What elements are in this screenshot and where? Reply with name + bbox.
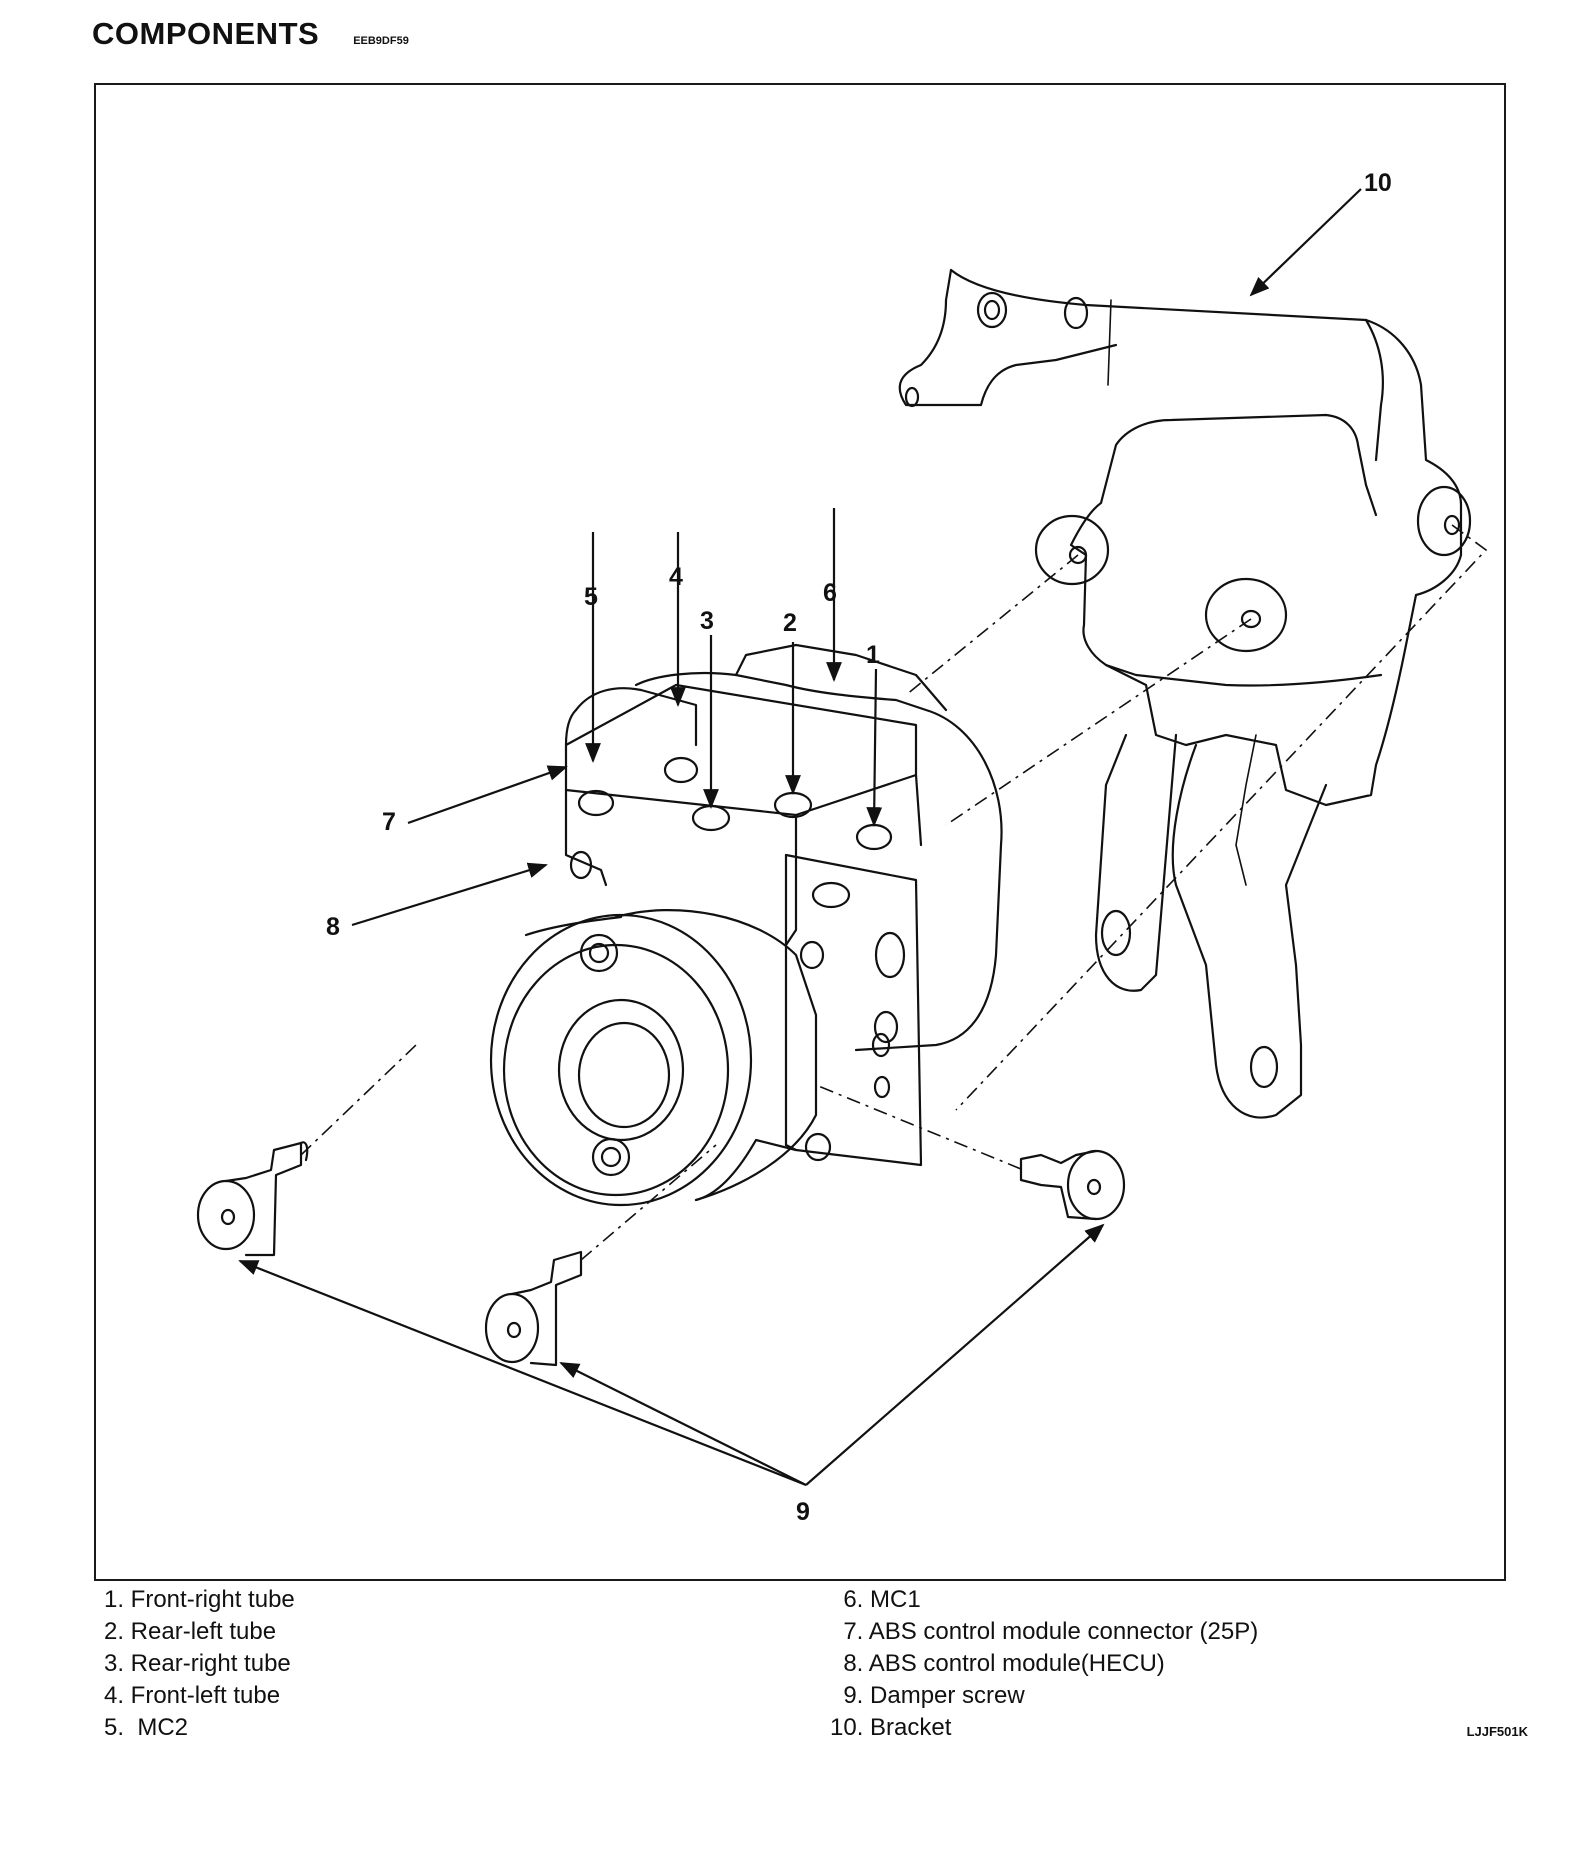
legend-item-6: 6. MC1 — [830, 1586, 921, 1613]
callout-4: 4 — [669, 563, 683, 591]
callout-10: 10 — [1364, 169, 1392, 197]
legend-item-9: 9. Damper screw — [830, 1682, 1025, 1709]
legend-item-2: 2. Rear-left tube — [104, 1618, 277, 1645]
heading-code: EEB9DF59 — [353, 35, 409, 47]
legend-left: 1. Front-right tube 2. Rear-left tube 3.… — [104, 1584, 295, 1744]
damper-screws — [196, 1141, 1126, 1367]
callout-3: 3 — [700, 607, 714, 635]
legend-item-7: 7. ABS control module connector (25P) — [830, 1618, 1259, 1645]
legend-item-10: 10. Bracket — [830, 1714, 952, 1741]
diagram-frame: 10 5 4 3 2 6 1 7 8 9 — [94, 83, 1506, 1581]
legend-item-3: 3. Rear-right tube — [104, 1650, 291, 1677]
legend-item-1: 1. Front-right tube — [104, 1586, 295, 1613]
callout-1: 1 — [866, 641, 880, 669]
bracket-part — [898, 268, 1472, 1119]
callout-9: 9 — [796, 1498, 810, 1526]
legend-item-4: 4. Front-left tube — [104, 1682, 281, 1709]
leader-arrows — [238, 188, 1362, 1487]
legend-item-5: 5. MC2 — [104, 1714, 189, 1741]
alignment-lines — [300, 524, 1488, 1261]
callout-7: 7 — [382, 808, 396, 836]
legend-item-8: 8. ABS control module(HECU) — [830, 1650, 1165, 1677]
callout-2: 2 — [783, 609, 797, 637]
callout-5: 5 — [584, 583, 598, 611]
hecu-module-part — [489, 643, 1003, 1207]
abs-exploded-diagram: 10 5 4 3 2 6 1 7 8 9 — [196, 169, 1488, 1526]
callout-6: 6 — [823, 579, 837, 607]
figure-code: LJJF501K — [1466, 1724, 1528, 1739]
callout-8: 8 — [326, 913, 340, 941]
page-heading: COMPONENTS EEB9DF59 — [92, 16, 409, 52]
heading-title: COMPONENTS — [92, 16, 320, 51]
legend-right: 6. MC1 7. ABS control module connector (… — [830, 1584, 1258, 1744]
